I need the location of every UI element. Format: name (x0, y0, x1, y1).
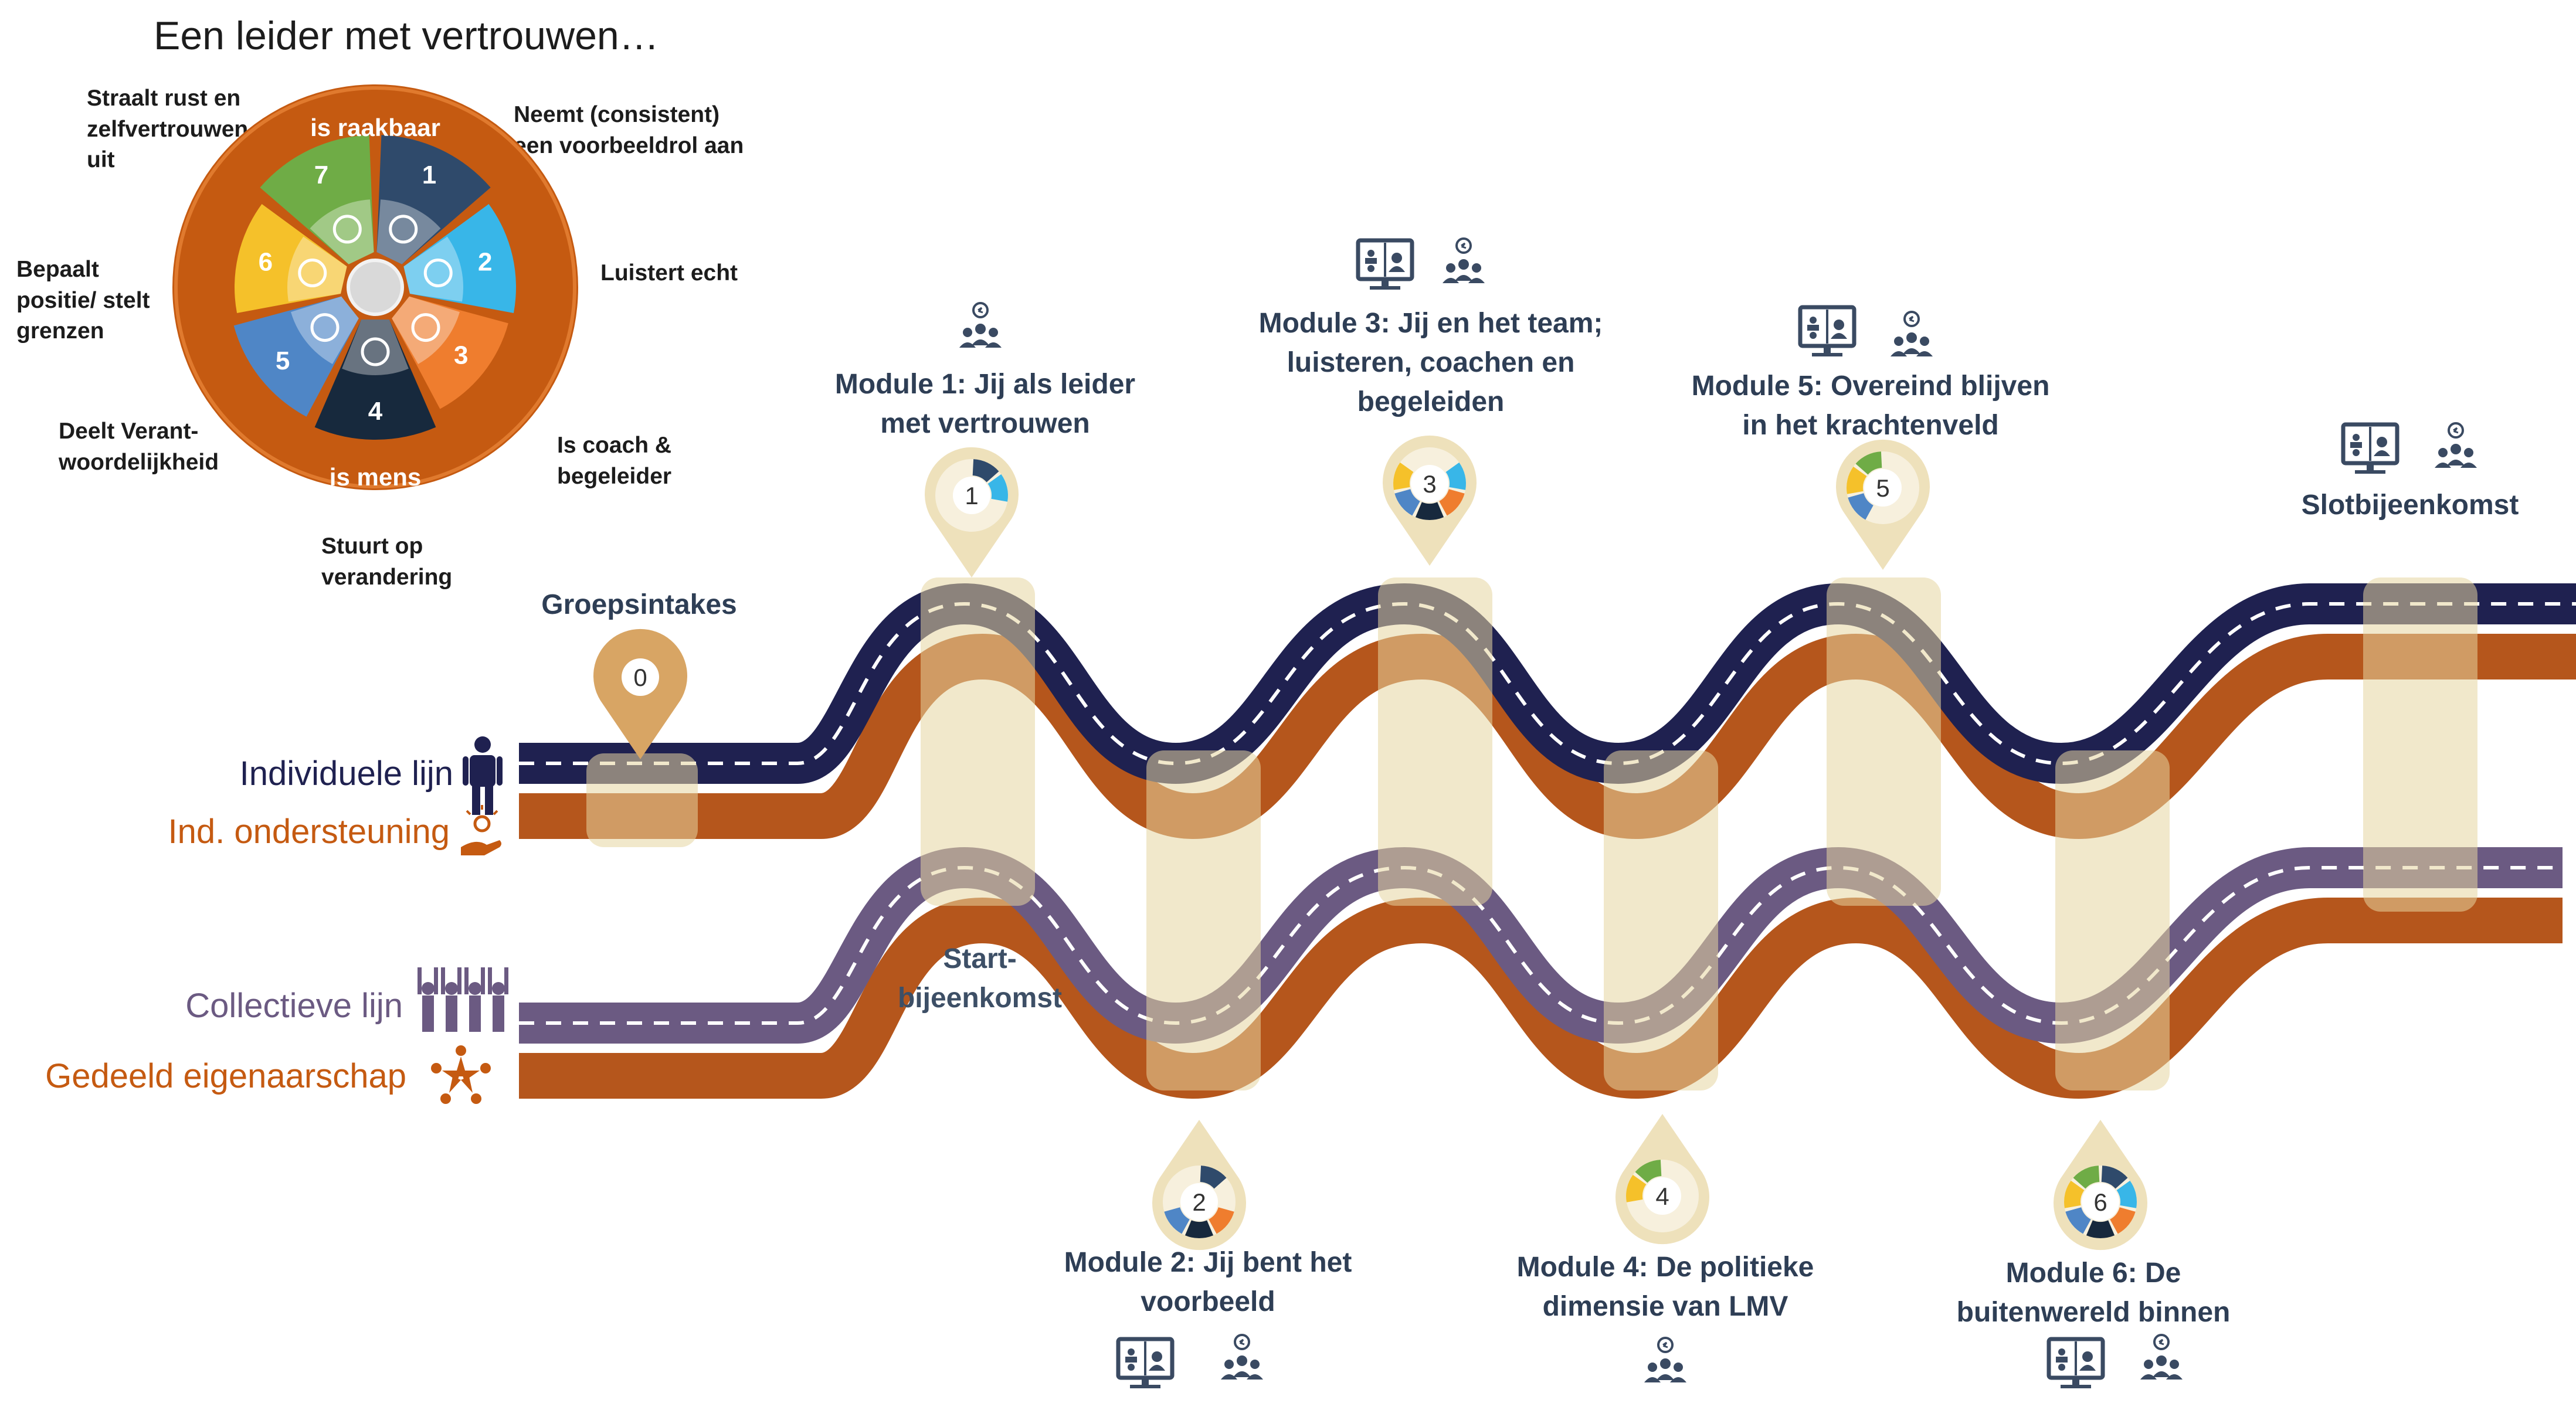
trait-6-label: Bepaalt positie/ stelt grenzen (16, 257, 150, 344)
wheel-segment-4 (314, 320, 436, 440)
screen-icon (1800, 307, 1854, 356)
trait-icon (389, 215, 418, 244)
milestone-pin-1: 1 (925, 447, 1019, 577)
module-2-label: Module 2: Jij bent het voorbeeld (1064, 1247, 1352, 1318)
trait-icon (361, 337, 390, 366)
milestone-pin-5: 5 (1836, 439, 1930, 570)
lane-collective-label: Collectieve lijn (185, 987, 403, 1025)
module-5-label: Module 5: Overeind blijven in het kracht… (1691, 371, 2050, 441)
wheel-hub (347, 259, 404, 316)
pin-number: 4 (1655, 1183, 1669, 1210)
screen-icon (2343, 424, 2397, 474)
group-icon (1643, 1337, 1688, 1384)
wheel-segment-number: 4 (368, 397, 383, 426)
trait-2-label: Luistert echt (600, 260, 738, 286)
milestone-pin-6: 6 (2054, 1120, 2148, 1251)
module-6-label: Module 6: De buitenwereld binnen (1956, 1258, 2231, 1329)
trait-icon (332, 215, 362, 244)
group-icon (2434, 422, 2478, 469)
pin-number: 5 (1876, 474, 1889, 502)
shared-ownership-road (519, 898, 2563, 1099)
screen-icon (1118, 1339, 1172, 1388)
milestone-pin-2: 2 (1152, 1120, 1247, 1251)
milestone-pin-4: 4 (1615, 1114, 1709, 1245)
lane-shared-label: Gedeeld eigenaarschap (45, 1057, 406, 1095)
wheel-segment-number: 7 (314, 161, 328, 189)
start-meeting-label: Start-bijeenkomst (897, 943, 1063, 1014)
wheel-segment-number: 2 (478, 247, 492, 276)
module-highlight-overlay (586, 577, 2477, 1090)
intake-label: Groepsintakes (541, 589, 737, 620)
wheel-segment-6 (235, 203, 347, 314)
group-icon (2139, 1334, 2184, 1381)
screen-icon (1358, 240, 1412, 290)
pin-number: 0 (633, 664, 647, 691)
wheel-segment-5 (233, 296, 359, 417)
module-1-label: Module 1: Jij als leider met vertrouwen (834, 369, 1136, 440)
support-hand-icon (461, 805, 501, 855)
wheel-segment-1 (376, 135, 491, 264)
people-raised-hands-icon (418, 967, 508, 1032)
module-highlight-band (586, 753, 698, 847)
closing-meeting-label: Slotbijeenkomst (2301, 490, 2519, 521)
group-icon (1220, 1334, 1264, 1381)
module-4-label: Module 4: De politieke dimensie van LMV (1516, 1252, 1814, 1323)
wheel-segment-2 (403, 203, 516, 314)
wheel-bottom-label: is mens (330, 463, 421, 491)
person-icon (463, 736, 503, 815)
pin-number: 1 (965, 482, 978, 509)
trait-1-label: Neemt (consistent) een voorbeeldrol aan (514, 102, 744, 158)
wheel-segment-number: 5 (276, 346, 290, 375)
module-highlight-band (2363, 577, 2477, 912)
trait-icon (310, 313, 340, 342)
trait-5-label: Deelt Verant-woordelijkheid (59, 419, 219, 475)
group-icon (958, 302, 1003, 349)
shared-hands-icon (431, 1045, 491, 1104)
wheel-segment-7 (260, 135, 374, 264)
trait-3-label: Is coach & begeleider (557, 433, 672, 489)
group-icon (1889, 311, 1934, 358)
module-highlight-band (1378, 577, 1492, 906)
module-highlight-band (921, 577, 1035, 906)
trait-wheel: 1 2 3 4 5 6 7 is raakbaar is mens (172, 84, 578, 491)
module-highlight-band (2055, 750, 2170, 1090)
wheel-segment-number: 1 (422, 161, 436, 189)
pin-number: 3 (1423, 470, 1436, 498)
pin-number: 6 (2093, 1188, 2107, 1216)
group-icon (1441, 237, 1486, 284)
wheel-top-label: is raakbaar (310, 114, 440, 141)
trait-icon (298, 259, 327, 288)
trait-icon (423, 259, 453, 288)
milestone-pin-3: 3 (1383, 435, 1477, 566)
module-3-label: Module 3: Jij en het team; luisteren, co… (1258, 308, 1603, 418)
page-title: Een leider met vertrouwen… (154, 13, 659, 58)
module-highlight-band (1146, 750, 1261, 1090)
lane-individual-label: Individuele lijn (239, 755, 453, 793)
module-highlight-band (1604, 750, 1718, 1090)
screen-icon (2049, 1339, 2103, 1388)
trait-7-label: Straalt rust en zelfvertrouwen uit (87, 86, 249, 173)
wheel-segment-number: 6 (259, 247, 273, 276)
milestone-pin-0: 0 (593, 628, 687, 759)
pin-number: 2 (1192, 1188, 1206, 1216)
wheel-segment-3 (392, 296, 508, 409)
trait-4-label: Stuurt op verandering (321, 534, 453, 590)
trait-icon (411, 313, 440, 342)
lane-individual-support-label: Ind. ondersteuning (168, 813, 450, 851)
module-highlight-band (1827, 577, 1941, 906)
wheel-segment-number: 3 (454, 341, 468, 370)
